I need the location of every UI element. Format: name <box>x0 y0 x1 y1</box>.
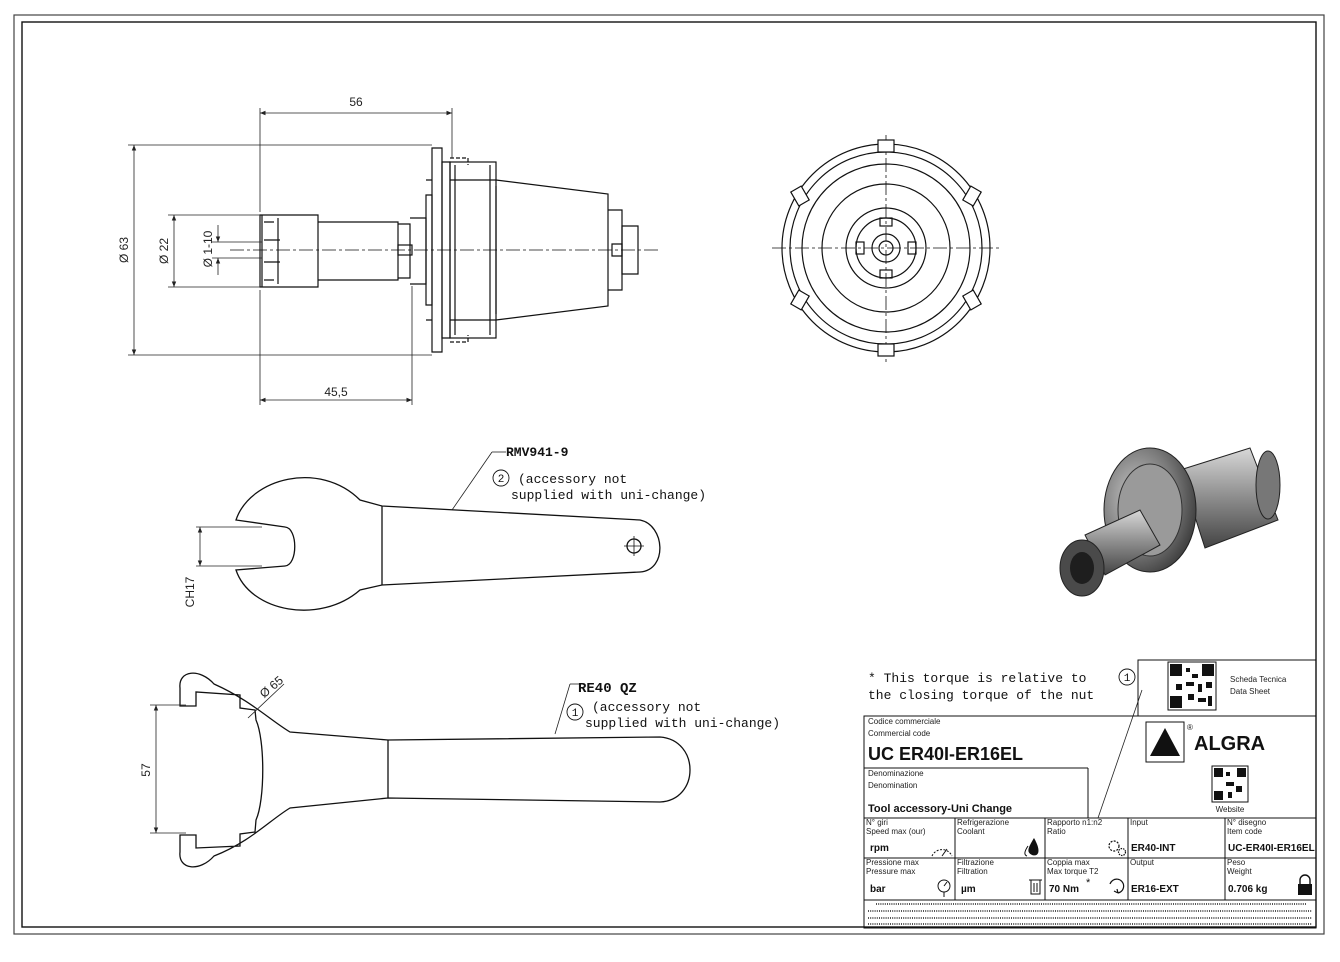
weight-value: 0.706 kg <box>1228 884 1267 895</box>
denomination-label-en: Denomination <box>868 781 917 790</box>
spanner2-balloon <box>566 703 584 721</box>
torque-note-balloon <box>1118 668 1136 686</box>
commercial-code: UC ER40I-ER16EL <box>868 744 1023 764</box>
filtration-value: µm <box>961 884 976 895</box>
dim-57: 57 <box>139 763 153 777</box>
lock-icon <box>1298 874 1312 895</box>
dim-ch17: CH17 <box>183 576 197 607</box>
torque-note-line2: the closing torque of the nut <box>868 688 1094 703</box>
dim-length-45-5: 45,5 <box>324 385 348 399</box>
gears-icon <box>1108 840 1127 857</box>
output-value: ER16-EXT <box>1131 884 1179 895</box>
dim-dia-65: Ø 65 <box>257 673 286 701</box>
front-view <box>772 135 1000 362</box>
outer-border <box>13 14 1325 935</box>
speed-label-en: Speed max (our) <box>866 827 926 836</box>
side-view-dimensions <box>128 108 453 405</box>
spanner2-number: 1 <box>572 708 579 720</box>
coolant-label-it: Refrigerazione <box>957 818 1010 827</box>
spanner-re40 <box>179 672 691 868</box>
coolant-label-en: Coolant <box>957 827 985 836</box>
side-view <box>230 147 660 353</box>
spanner1-balloon <box>492 469 510 487</box>
spanner1-number: 2 <box>498 474 505 486</box>
code-label-it: Codice commerciale <box>868 717 941 726</box>
website-label: Website <box>1216 805 1245 814</box>
drawing-number-label-en: Item code <box>1227 827 1263 836</box>
speed-label-it: N° giri <box>866 818 888 827</box>
output-label: Output <box>1130 858 1155 867</box>
qr-code-datasheet <box>1167 661 1217 711</box>
ratio-label-it: Rapporto n1:n2 <box>1047 818 1103 827</box>
datasheet-label-en: Data Sheet <box>1230 687 1271 696</box>
torque-icon <box>1109 878 1125 894</box>
filtration-label-en: Filtration <box>957 867 988 876</box>
spanner2-note-line1: (accessory not <box>592 700 701 715</box>
weight-label-it: Peso <box>1227 858 1246 867</box>
inner-border <box>21 21 1317 928</box>
input-value: ER40-INT <box>1131 843 1175 854</box>
drawing-number-label-it: N° disegno <box>1227 818 1267 827</box>
filtration-label-it: Filtrazione <box>957 858 994 867</box>
pressure-label-en: Pressure max <box>866 867 915 876</box>
brand-name: ALGRA <box>1194 733 1265 755</box>
gauge-icon <box>931 848 953 857</box>
datasheet-label-it: Scheda Tecnica <box>1230 675 1287 684</box>
torque-note-line1: * This torque is relative to <box>868 671 1086 686</box>
legal-fine-print <box>868 903 1312 925</box>
denomination-value: Tool accessory-Uni Change <box>868 803 1012 815</box>
torque-label-it: Coppia max <box>1047 858 1090 867</box>
ratio-label-en: Ratio <box>1047 827 1066 836</box>
denomination-label-it: Denominazione <box>868 769 924 778</box>
torque-note-number: 1 <box>1124 673 1131 685</box>
speed-value: rpm <box>870 843 889 854</box>
title-block <box>863 659 1317 929</box>
coolant-drop-icon <box>1024 838 1039 857</box>
spanner2-code: RE40 QZ <box>578 681 637 697</box>
spanner1-note-line2: supplied with uni-change) <box>511 488 706 503</box>
spanner1-code: RMV941-9 <box>506 445 569 460</box>
torque-asterisk: * <box>1086 877 1091 889</box>
pressure-value: bar <box>870 884 886 895</box>
isometric-render <box>1059 447 1281 597</box>
code-label-en: Commercial code <box>868 729 931 738</box>
dim-dia-range: Ø 1-10 <box>201 230 215 267</box>
filter-icon <box>1029 879 1042 895</box>
algra-logo-icon: ® <box>1145 721 1193 763</box>
weight-label-en: Weight <box>1227 867 1253 876</box>
dim-length-56: 56 <box>349 95 363 109</box>
spanner1-note-line1: (accessory not <box>518 472 627 487</box>
input-label: Input <box>1130 818 1149 827</box>
pressure-gauge-icon <box>937 879 951 897</box>
pressure-label-it: Pressione max <box>866 858 919 867</box>
torque-value: 70 Nm <box>1049 884 1079 895</box>
item-code-value: UC-ER40I-ER16EL <box>1228 843 1315 854</box>
dim-dia-22: Ø 22 <box>157 238 171 264</box>
svg-text:®: ® <box>1187 723 1193 732</box>
spanner2-note-line2: supplied with uni-change) <box>585 716 780 731</box>
spanner-rmv941 <box>235 477 661 611</box>
dim-dia-63: Ø 63 <box>117 237 131 263</box>
qr-code-website <box>1211 765 1249 803</box>
torque-label-en: Max torque T2 <box>1047 867 1099 876</box>
